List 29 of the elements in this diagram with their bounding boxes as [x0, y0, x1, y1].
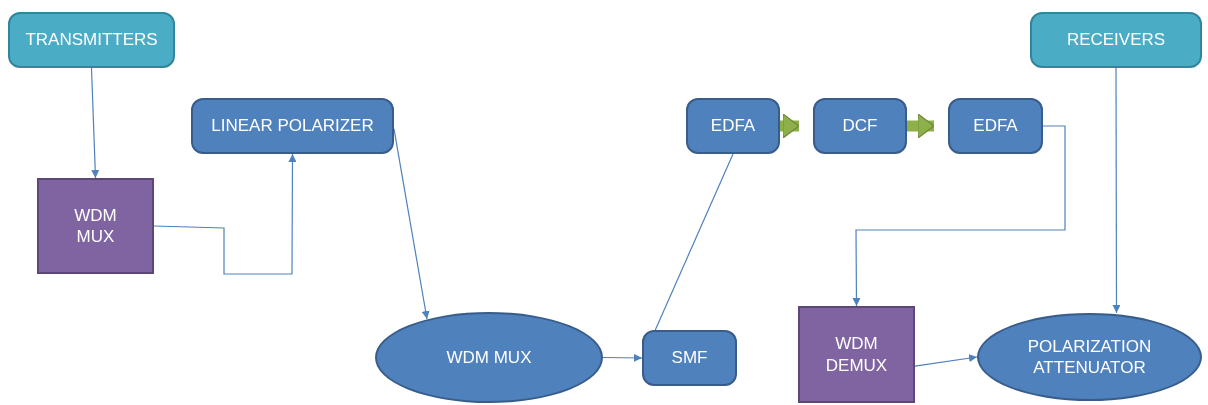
node-label: POLARIZATION ATTENUATOR [1026, 335, 1153, 379]
arrow [1112, 67, 1121, 314]
arrow [852, 125, 1066, 307]
rounded-box [8, 12, 175, 68]
node-label: SMF [671, 347, 708, 369]
square-box [798, 306, 915, 403]
square-box [37, 178, 154, 274]
rounded-box [642, 330, 737, 386]
block-arrow [907, 117, 935, 135]
arrow [393, 128, 430, 320]
block-arrow [780, 117, 800, 135]
rounded-box [813, 98, 907, 154]
arrow [602, 353, 643, 362]
rounded-box [948, 98, 1043, 154]
arrow [90, 67, 100, 179]
node-label: WDM DEMUX [824, 333, 889, 376]
rounded-box [686, 98, 780, 154]
node-label: RECEIVERS [1066, 29, 1166, 51]
node-label: DCF [842, 115, 878, 137]
node-label: TRANSMITTERS [25, 29, 158, 51]
node-label: WDM MUX [446, 346, 532, 369]
arrow [914, 354, 978, 367]
node-label: LINEAR POLARIZER [211, 115, 374, 137]
rounded-box [1030, 12, 1202, 68]
node-label: EDFA [973, 115, 1018, 137]
rounded-box [191, 98, 394, 154]
arrow [153, 153, 297, 275]
node-label: EDFA [710, 115, 756, 137]
node-label: WDM MUX [73, 204, 118, 248]
